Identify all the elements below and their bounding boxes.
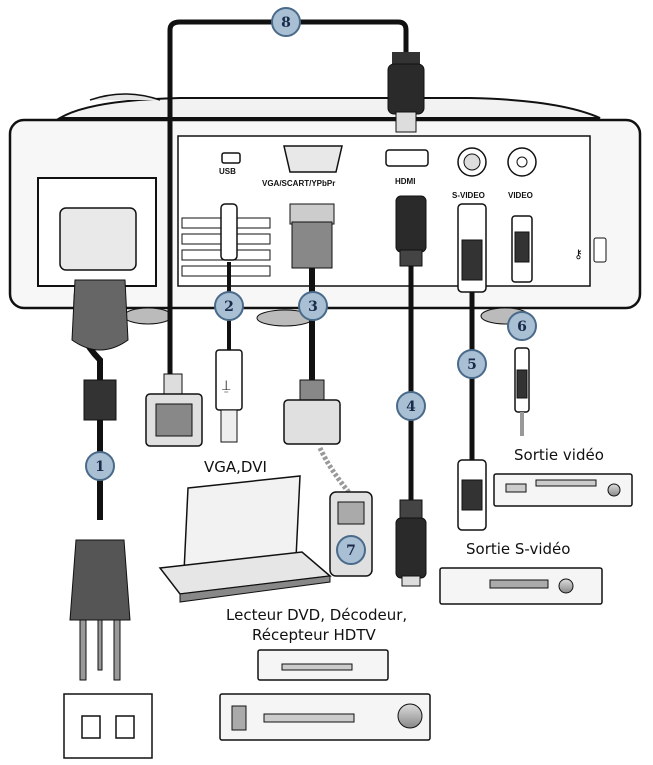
usb-cable: ⍊ bbox=[215, 203, 243, 443]
svideo-port-label: S-VIDEO bbox=[452, 191, 485, 200]
port-vga: VGA/SCART/YPbPr bbox=[262, 145, 343, 188]
hdmi-cable bbox=[395, 195, 427, 587]
badges: 1 2 3 4 5 6 7 8 bbox=[85, 7, 537, 565]
badge-8: 8 bbox=[271, 7, 301, 37]
svg-text:5: 5 bbox=[467, 357, 477, 373]
badge-5: 5 bbox=[457, 349, 487, 379]
hdmi-plug-top bbox=[387, 52, 425, 133]
port-svideo: S-VIDEO bbox=[452, 147, 487, 200]
svg-text:6: 6 bbox=[517, 319, 527, 335]
hdmi-port-label: HDMI bbox=[395, 177, 415, 186]
svideo-player-device bbox=[439, 567, 603, 605]
label-sortie-svideo: Sortie S-vidéo bbox=[466, 540, 571, 558]
svg-text:⍊: ⍊ bbox=[222, 378, 231, 394]
label-dvd-line2: Récepteur HDTV bbox=[252, 626, 376, 644]
badge-6: 6 bbox=[507, 311, 537, 341]
laptop bbox=[158, 475, 332, 603]
usb-port-label: USB bbox=[219, 167, 236, 176]
svg-text:4: 4 bbox=[406, 399, 416, 415]
svg-text:2: 2 bbox=[224, 299, 234, 315]
svg-text:1: 1 bbox=[95, 459, 105, 475]
port-hdmi: HDMI bbox=[385, 149, 429, 186]
wall-outlet bbox=[63, 693, 153, 759]
hdtv-receiver-device bbox=[219, 693, 431, 741]
power-cable bbox=[69, 279, 131, 681]
port-usb: USB bbox=[219, 152, 241, 176]
label-vga-dvi: VGA,DVI bbox=[204, 458, 267, 476]
badge-3: 3 bbox=[298, 291, 328, 321]
port-video: VIDEO bbox=[507, 147, 537, 200]
label-sortie-video: Sortie vidéo bbox=[514, 446, 604, 464]
vga-port-label: VGA/SCART/YPbPr bbox=[262, 179, 335, 188]
badge-4: 4 bbox=[396, 391, 426, 421]
label-dvd-line1: Lecteur DVD, Décodeur, bbox=[226, 606, 408, 624]
vcr-device bbox=[493, 473, 633, 507]
badge-7: 7 bbox=[336, 535, 366, 565]
svg-text:8: 8 bbox=[281, 15, 291, 31]
badge-1: 1 bbox=[85, 451, 115, 481]
video-port-label: VIDEO bbox=[508, 191, 533, 200]
dvd-player-device bbox=[257, 649, 389, 681]
badge-2: 2 bbox=[214, 291, 244, 321]
composite-cable bbox=[511, 215, 533, 436]
svg-text:⚷: ⚷ bbox=[574, 247, 583, 261]
vga-plug-left bbox=[145, 373, 203, 447]
svg-text:7: 7 bbox=[346, 543, 356, 559]
svg-text:3: 3 bbox=[308, 299, 318, 315]
